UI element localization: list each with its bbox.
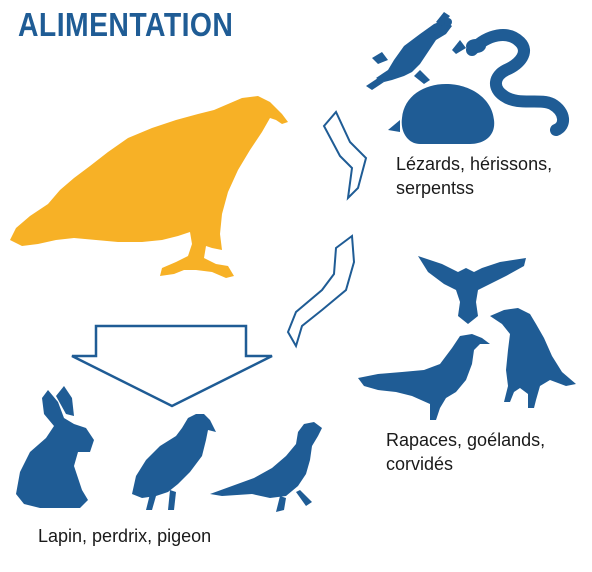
label-small-game-line1: Lapin, perdrix, pigeon [38, 524, 211, 548]
label-birds-line2: corvidés [386, 452, 545, 476]
eagle-icon [10, 96, 288, 278]
snake-head [466, 39, 486, 53]
partridge-icon [132, 414, 216, 510]
label-reptiles: Lézards, hérissons, serpentss [396, 152, 552, 200]
lizard-icon [366, 12, 466, 90]
arrow-to-birds [288, 236, 354, 346]
crow-icon [490, 308, 576, 408]
label-reptiles-line1: Lézards, hérissons, [396, 152, 552, 176]
gull-icon [358, 334, 490, 420]
label-birds-line1: Rapaces, goélands, [386, 428, 545, 452]
rabbit-icon [16, 386, 94, 508]
label-reptiles-line2: serpentss [396, 176, 552, 200]
pigeon-icon [210, 422, 322, 512]
arrow-down [72, 326, 272, 406]
label-birds: Rapaces, goélands, corvidés [386, 428, 545, 476]
arrow-to-reptiles [324, 112, 366, 198]
hedgehog-icon [388, 84, 494, 144]
label-small-game: Lapin, perdrix, pigeon [38, 524, 211, 548]
